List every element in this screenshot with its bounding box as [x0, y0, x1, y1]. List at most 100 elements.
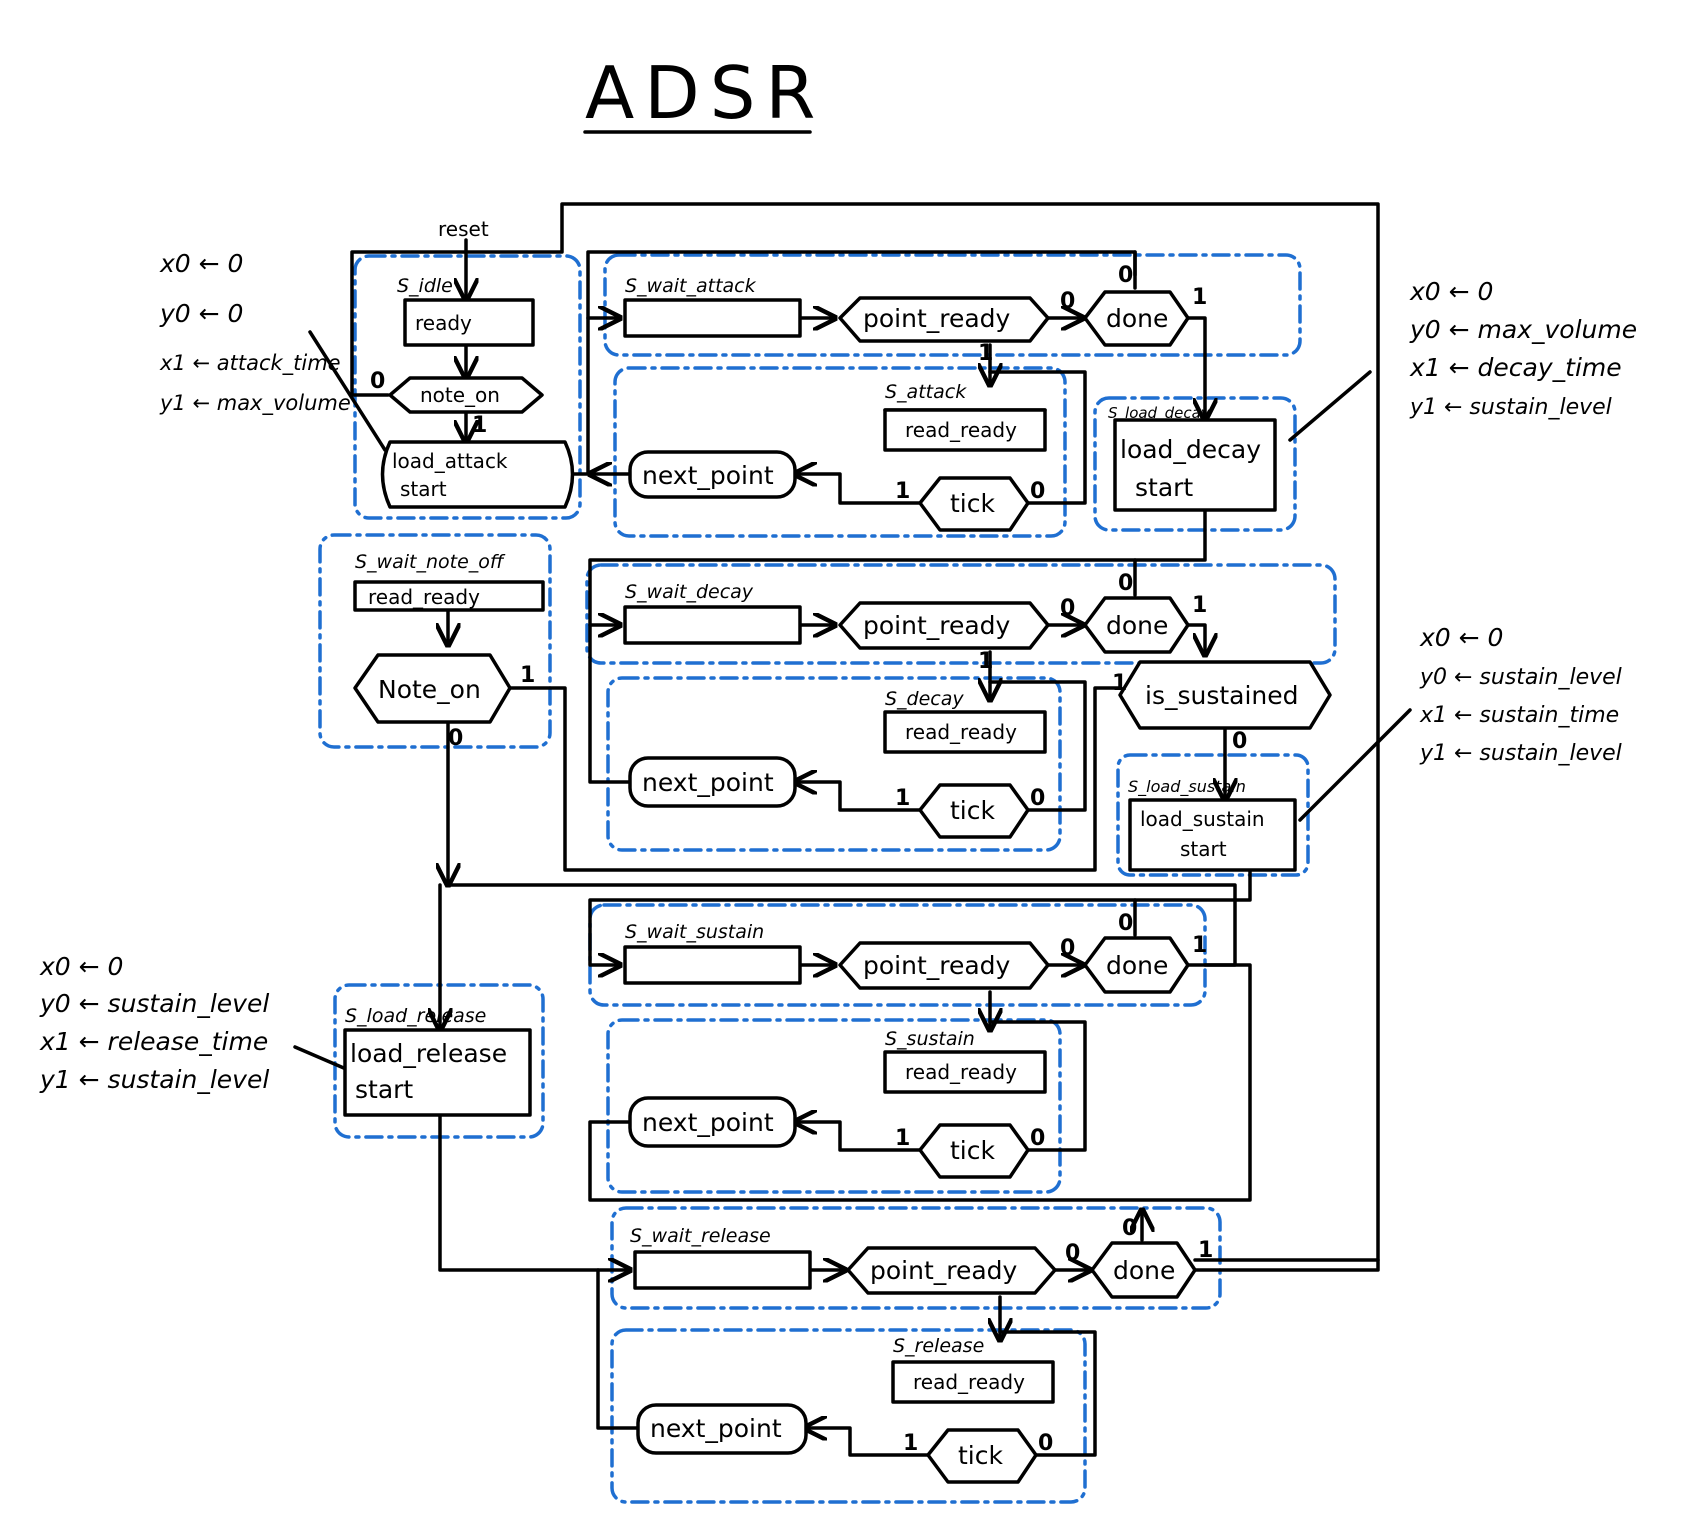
state-label-s-load-decay: S_load_decay — [1108, 404, 1211, 423]
branch-tick-release-0: 0 — [1038, 1431, 1053, 1456]
note-release-line-2: y0 ← sustain_level — [39, 989, 269, 1018]
branch-tick-sustain-1: 1 — [895, 1126, 910, 1151]
label-is-sustained: is_sustained — [1145, 681, 1299, 710]
decision-point-ready-sustain — [838, 941, 1050, 990]
note-release-line-3: x1 ← release_time — [39, 1027, 268, 1056]
branch-tick-attack-1: 1 — [895, 479, 910, 504]
note-decay-line-1: x0 ← 0 — [1409, 277, 1493, 306]
label-start-decay: start — [1135, 473, 1193, 502]
branch-tick-sustain-0: 0 — [1030, 1126, 1045, 1151]
branch-point-ready-release-0: 0 — [1065, 1241, 1080, 1266]
label-tick-decay: tick — [950, 796, 995, 825]
wire-done-decay-1-to-sustained — [1184, 623, 1205, 655]
wire-tick-1-decay — [795, 782, 927, 812]
note-attack-line-3: x1 ← attack_time — [159, 351, 341, 376]
label-load-attack: load_attack — [392, 449, 508, 473]
decision-point-ready-attack — [838, 296, 1050, 343]
branch-note-on-0: 0 — [370, 369, 385, 394]
op-box-wait-sustain — [623, 945, 802, 985]
branch-done-sustain-1: 1 — [1192, 933, 1207, 958]
state-label-s-wait-attack: S_wait_attack — [625, 275, 757, 297]
note-sustain-registers: x0 ← 0 y0 ← sustain_level x1 ← sustain_t… — [1419, 623, 1622, 766]
label-tick-sustain: tick — [950, 1136, 995, 1165]
label-point-ready-attack: point_ready — [863, 304, 1011, 333]
op-box-load-attack — [380, 440, 575, 509]
wire-load-decay-down — [588, 508, 1207, 625]
op-box-next-point-decay — [628, 756, 797, 808]
decision-done-decay — [1083, 596, 1190, 654]
label-start-release: start — [355, 1075, 413, 1104]
label-done-sustain: done — [1106, 951, 1168, 980]
label-read-ready-attack: read_ready — [905, 418, 1017, 442]
branch-point-ready-decay-0: 0 — [1060, 596, 1075, 621]
wire-next-point-sustain-back — [588, 963, 1252, 1202]
label-done-decay: done — [1106, 611, 1168, 640]
label-done-attack: done — [1106, 304, 1168, 333]
branch-done-attack-1: 1 — [1192, 285, 1207, 310]
state-box-s-wait-decay — [585, 563, 1337, 665]
leader-attack-note — [308, 330, 387, 452]
state-label-s-idle: S_idle — [397, 275, 453, 297]
label-next-point-release: next_point — [650, 1414, 782, 1443]
branch-done-attack-0: 0 — [1118, 263, 1133, 288]
decision-done-sustain — [1083, 936, 1190, 994]
label-start-sustain: start — [1180, 837, 1227, 861]
branch-point-ready-attack-1: 1 — [978, 341, 993, 366]
label-next-point-sustain: next_point — [642, 1108, 774, 1137]
op-box-wait-attack — [623, 298, 802, 338]
branch-note-on2-0: 0 — [448, 726, 463, 751]
op-box-ready — [403, 298, 535, 347]
op-box-next-point-sustain — [628, 1096, 797, 1148]
note-sustain-line-2: y0 ← sustain_level — [1419, 665, 1622, 690]
decision-tick-decay — [918, 783, 1030, 839]
state-label-s-load-release: S_load_release — [345, 1005, 486, 1027]
op-box-wait-decay — [623, 605, 802, 645]
label-point-ready-decay: point_ready — [863, 611, 1011, 640]
branch-done-release-0: 0 — [1122, 1216, 1137, 1241]
branch-note-on-1: 1 — [472, 413, 487, 438]
branch-done-decay-1: 1 — [1192, 593, 1207, 618]
label-point-ready-release: point_ready — [870, 1256, 1018, 1285]
label-read-ready-decay: read_ready — [905, 720, 1017, 744]
decision-done-attack — [1083, 290, 1190, 347]
label-read-ready-sustain: read_ready — [905, 1060, 1017, 1084]
state-box-s-sustain — [606, 1018, 1062, 1194]
note-release-line-1: x0 ← 0 — [39, 952, 123, 981]
note-sustain-line-3: x1 ← sustain_time — [1419, 703, 1619, 728]
branch-is-sustained-1: 1 — [1112, 671, 1127, 696]
decision-point-ready-decay — [838, 601, 1050, 650]
label-next-point-decay: next_point — [642, 768, 774, 797]
decision-done-release — [1090, 1241, 1197, 1299]
note-decay-registers: x0 ← 0 y0 ← max_volume x1 ← decay_time y… — [1409, 277, 1637, 420]
branch-tick-decay-1: 1 — [895, 786, 910, 811]
op-box-read-ready-release — [891, 1360, 1055, 1404]
label-load-release: load_release — [350, 1039, 507, 1068]
label-load-decay: load_decay — [1120, 435, 1261, 464]
note-sustain-line-1: x0 ← 0 — [1419, 623, 1503, 652]
branch-point-ready-decay-1: 1 — [978, 649, 993, 674]
state-label-s-wait-release: S_wait_release — [630, 1225, 771, 1247]
branch-done-release-1: 1 — [1198, 1238, 1213, 1263]
op-box-read-ready-decay — [883, 710, 1047, 754]
wire-done-release-1-to-top — [1193, 1258, 1380, 1272]
decision-point-ready-release — [846, 1246, 1057, 1295]
label-read-ready-note-off: read_ready — [368, 585, 480, 609]
op-box-next-point-release — [636, 1403, 808, 1455]
wire-load-release-to-wait-release — [438, 1113, 630, 1270]
state-box-s-release — [610, 1328, 1087, 1504]
op-box-read-ready-attack — [883, 408, 1047, 452]
state-label-s-release: S_release — [893, 1335, 984, 1357]
leader-decay-note — [1288, 370, 1372, 442]
wire-note-on2-1 — [508, 686, 1122, 872]
label-start-attack: start — [400, 477, 447, 501]
state-label-s-load-sustain: S_load_sustain — [1128, 777, 1246, 797]
label-read-ready-release: read_ready — [913, 1370, 1025, 1394]
note-attack-registers: x0 ← 0 y0 ← 0 x1 ← attack_time y1 ← max_… — [159, 249, 351, 416]
wire-tick-0-sustain — [988, 1020, 1087, 1152]
state-label-s-attack: S_attack — [885, 381, 967, 403]
label-done-release: done — [1113, 1256, 1175, 1285]
branch-point-ready-attack-0: 0 — [1060, 289, 1075, 314]
wire-next-point-decay-back — [588, 623, 632, 784]
note-attack-line-1: x0 ← 0 — [159, 249, 243, 278]
decision-note-on — [388, 376, 544, 414]
